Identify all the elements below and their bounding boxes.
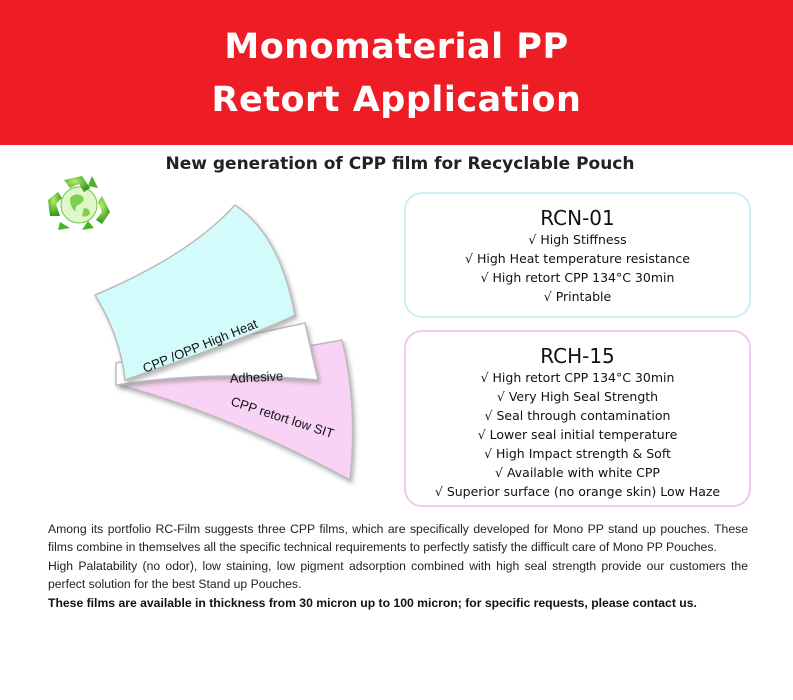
feature-item: √ Printable <box>543 289 612 304</box>
page-subtitle: New generation of CPP film for Recyclabl… <box>165 154 635 174</box>
feature-item: √ Superior surface (no orange skin) Low … <box>434 484 721 499</box>
feature-item: √ High retort CPP 134°C 30min <box>480 270 675 285</box>
page-title-line-2: Retort Application <box>211 80 582 120</box>
product-card-rch-15: RCH-15 √ High retort CPP 134°C 30min √ V… <box>404 330 751 507</box>
feature-item: √ High retort CPP 134°C 30min <box>480 370 675 385</box>
feature-item: √ Available with white CPP <box>495 465 660 480</box>
film-layers-illustration: CPP /OPP High Heat Adhesive CPP retort l… <box>93 204 354 482</box>
recycle-globe-icon <box>48 176 110 230</box>
page-title-line-1: Monomaterial PP <box>224 27 569 67</box>
description-paragraph-2: High Palatability (no odor), low stainin… <box>48 558 748 592</box>
product-name: RCH-15 <box>540 344 615 368</box>
product-name: RCN-01 <box>540 206 615 230</box>
product-card-rcn-01: RCN-01 √ High Stiffness √ High Heat temp… <box>404 192 751 318</box>
feature-item: √ Seal through contamination <box>484 408 671 423</box>
feature-item: √ High Stiffness <box>528 232 627 247</box>
description-text: Among its portfolio RC-Film suggests thr… <box>48 520 748 612</box>
feature-item: √ Very High Seal Strength <box>496 389 659 404</box>
layer-middle-label: Adhesive <box>229 368 283 386</box>
feature-item: √ High Heat temperature resistance <box>465 251 690 266</box>
feature-item: √ Lower seal initial temperature <box>477 427 678 442</box>
layer-top-shape <box>93 204 296 382</box>
description-contact-note: These films are available in thickness f… <box>48 595 697 610</box>
feature-item: √ High Impact strength & Soft <box>484 446 671 461</box>
header-banner: Monomaterial PP Retort Application <box>0 0 793 145</box>
description-paragraph-1: Among its portfolio RC-Film suggests thr… <box>48 522 748 555</box>
layer-middle-shape <box>115 322 319 386</box>
